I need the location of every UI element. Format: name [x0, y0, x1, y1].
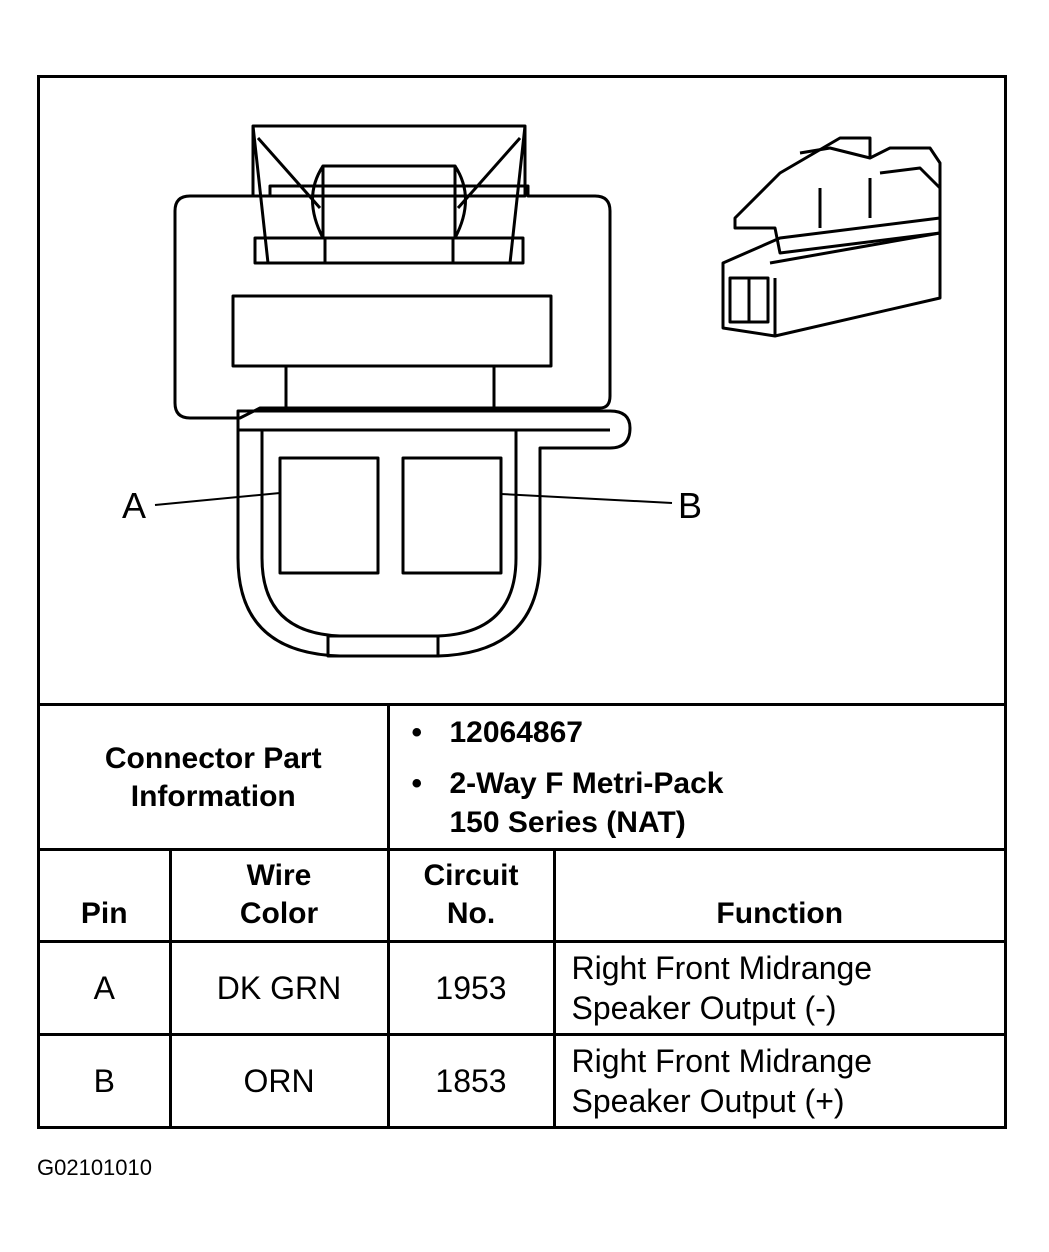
- connector-outer-shell: [173, 184, 612, 420]
- circuit-cell: 1853: [386, 1033, 556, 1126]
- figure-id: G02101010: [37, 1155, 152, 1180]
- header-wire-color: Wire Color: [168, 848, 390, 943]
- function-cell: Right Front Midrange Speaker Output (+): [552, 1033, 1004, 1126]
- table-row: B ORN 1853 Right Front Midrange Speaker …: [40, 1033, 1004, 1126]
- function-cell: Right Front Midrange Speaker Output (-): [552, 940, 1004, 1036]
- header-pin: Pin: [40, 848, 172, 943]
- pin-b-leader-line: [500, 493, 673, 504]
- connector-isometric-view: [721, 136, 942, 338]
- pin-cell: B: [40, 1033, 172, 1126]
- connector-part-info-table: Connector Part Information • 12064867 • …: [40, 703, 1004, 850]
- connector-figure-frame: A B Connector Part Information • 1206486…: [37, 75, 1007, 1129]
- cavity-a: [278, 456, 380, 575]
- wire-color-cell: ORN: [168, 1033, 390, 1126]
- pin-a-label: A: [122, 485, 147, 526]
- connector-lower-housing: [236, 409, 632, 658]
- header-circuit-no: Circuit No.: [386, 848, 556, 943]
- pin-table-header: Pin Wire Color Circuit No. Function: [40, 848, 1004, 943]
- connector-crossbar: [231, 294, 553, 368]
- top-latch: [251, 124, 527, 198]
- table-row: A DK GRN 1953 Right Front Midrange Speak…: [40, 940, 1004, 1036]
- part-number-item: • 12064867: [411, 716, 583, 750]
- connector-type-item: • 2-Way F Metri-Pack 150 Series (NAT): [411, 767, 724, 840]
- connector-diagram: A B: [40, 78, 1004, 703]
- pin-a-leader-line: [154, 492, 281, 506]
- connector-front-view-drawing: [154, 124, 942, 658]
- cavity-b: [401, 456, 503, 575]
- connector-part-info-list: • 12064867 • 2-Way F Metri-Pack 150 Seri…: [388, 703, 1004, 850]
- pin-cell: A: [40, 940, 172, 1036]
- pin-assignment-table: Pin Wire Color Circuit No. Function A DK…: [40, 848, 1004, 1126]
- header-function: Function: [552, 848, 1004, 943]
- pin-b-label: B: [678, 485, 703, 526]
- wire-color-cell: DK GRN: [168, 940, 390, 1036]
- connector-part-info-label: Connector Part Information: [40, 703, 390, 850]
- circuit-cell: 1953: [386, 940, 556, 1036]
